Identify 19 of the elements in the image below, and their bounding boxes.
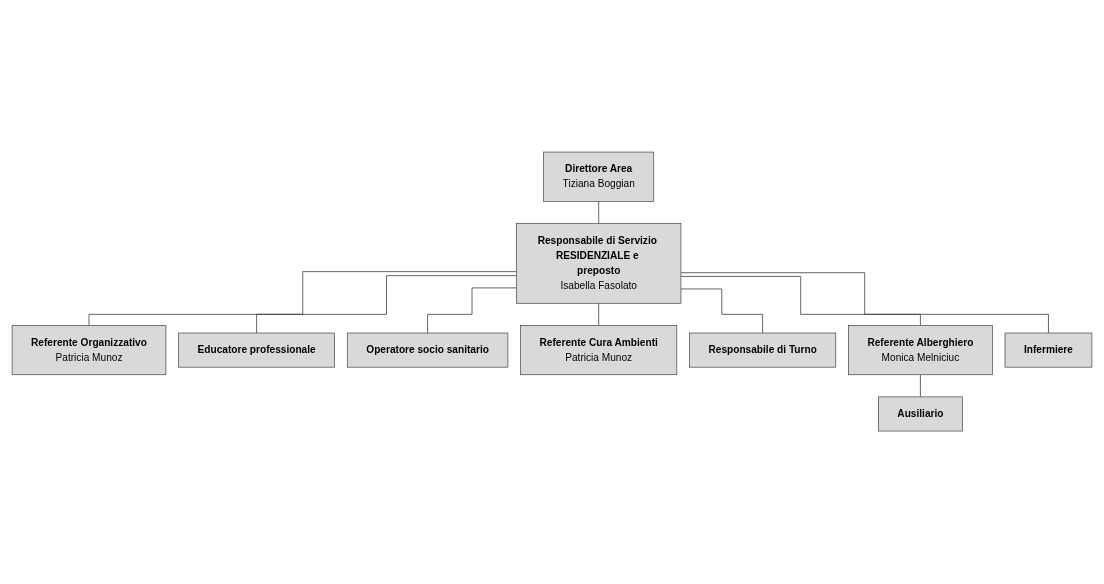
connector xyxy=(256,275,517,334)
node-box: Infermiere xyxy=(1004,333,1093,368)
node-box: Operatore socio sanitario xyxy=(347,333,509,368)
node-box: Referente Cura Ambienti Patricia Munoz xyxy=(520,325,678,376)
node-box: Responsabile di Turno xyxy=(689,333,837,368)
connector xyxy=(680,289,763,334)
connector xyxy=(427,287,517,334)
connector xyxy=(920,374,921,398)
connector xyxy=(680,276,921,327)
node-box: Responsabile di Servizio RESIDENZIALE e preposto Isabella Fasolato xyxy=(516,223,682,304)
connector xyxy=(598,303,600,327)
node-box: Direttore Area Tiziana Boggian xyxy=(543,152,655,203)
node-box: Educatore professionale xyxy=(178,333,335,368)
connector xyxy=(598,201,600,225)
node-box: Referente Alberghiero Monica Melniciuc xyxy=(848,325,993,376)
node-box: Ausiliario xyxy=(878,397,963,432)
connector xyxy=(88,271,517,327)
node-box: Referente Organizzativo Patricia Munoz xyxy=(11,325,167,376)
connector xyxy=(680,272,1049,334)
